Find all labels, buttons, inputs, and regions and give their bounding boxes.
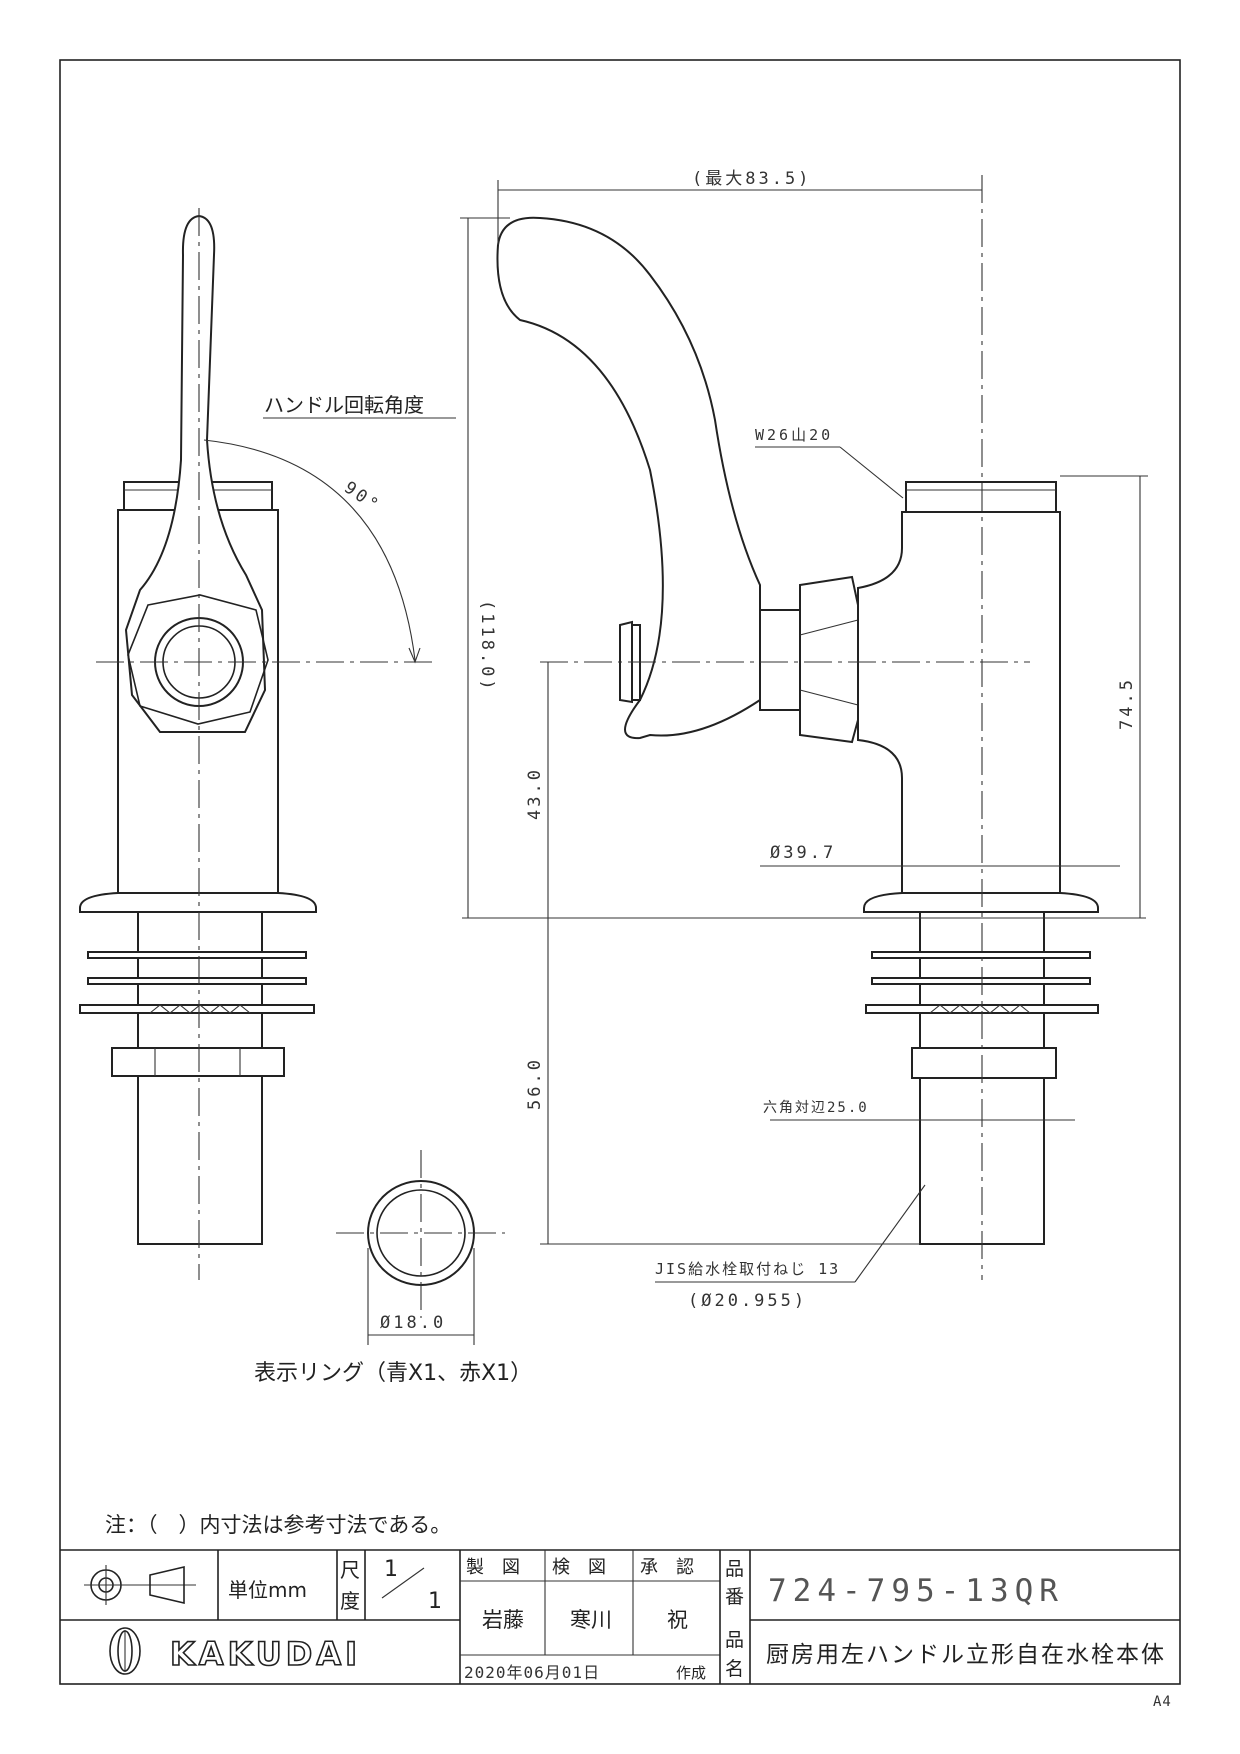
dim-base-diameter: Ø39.7 (770, 843, 836, 863)
label-indicator-ring: 表示リング（青X1、赤X1） (254, 1361, 532, 1386)
dim-body-height: 74.5 (1117, 677, 1137, 730)
approved-by: 祝 (667, 1608, 688, 1632)
header-approved: 承 認 (640, 1557, 694, 1578)
part-name-label-bottom: 名 (725, 1658, 744, 1680)
scale-denominator: 1 (428, 1589, 442, 1614)
dim-hex-flats: 六角対辺25.0 (763, 1100, 869, 1116)
scale-numerator: 1 (384, 1557, 398, 1582)
drawing-date: 2020年06月01日 (464, 1663, 600, 1682)
front-view (79, 208, 456, 1280)
checked-by: 寒川 (570, 1608, 612, 1632)
kakudai-logo-mark (109, 1627, 141, 1675)
header-drawn: 製 図 (466, 1557, 520, 1578)
drawing-frame (59, 59, 1181, 1685)
part-no-label-bottom: 番 (725, 1586, 744, 1608)
dim-max-width: (最大83.5) (692, 169, 811, 189)
side-view (460, 175, 1148, 1283)
dim-ring-diameter: Ø18.0 (380, 1313, 446, 1333)
dim-thread-top: W26山20 (755, 426, 833, 444)
brand-logo-text: KAKUDAI (170, 1635, 361, 1673)
header-checked: 検 図 (552, 1557, 606, 1578)
part-number: 724-795-13QR (768, 1573, 1064, 1609)
dim-jis-thread: JIS給水栓取付ねじ 13 (655, 1260, 840, 1278)
dim-rotation-angle: 90° (340, 478, 384, 517)
dim-jis-thread-dia: (Ø20.955) (688, 1291, 807, 1311)
part-no-label-top: 品 (725, 1558, 744, 1580)
drawn-by: 岩藤 (482, 1608, 524, 1632)
drawing-note: 注：（ ）内寸法は参考寸法である。 (105, 1513, 451, 1537)
part-name-label-top: 品 (725, 1629, 744, 1651)
label-handle-rotation: ハンドル回転角度 (264, 393, 424, 417)
title-block-grid (60, 1549, 1180, 1684)
dim-shank-length: 56.0 (525, 1057, 545, 1110)
scale-label-bottom: 度 (340, 1589, 360, 1613)
part-name: 厨房用左ハンドル立形自在水栓本体 (766, 1642, 1166, 1668)
dim-axis-height: 43.0 (525, 767, 545, 820)
paper-size: A4 (1153, 1694, 1172, 1710)
unit-label: 単位mm (228, 1578, 307, 1602)
scale-label-top: 尺 (340, 1558, 360, 1582)
indicator-ring (336, 1150, 505, 1345)
dim-total-height: (118.0) (477, 600, 497, 693)
created-label: 作成 (676, 1664, 706, 1682)
